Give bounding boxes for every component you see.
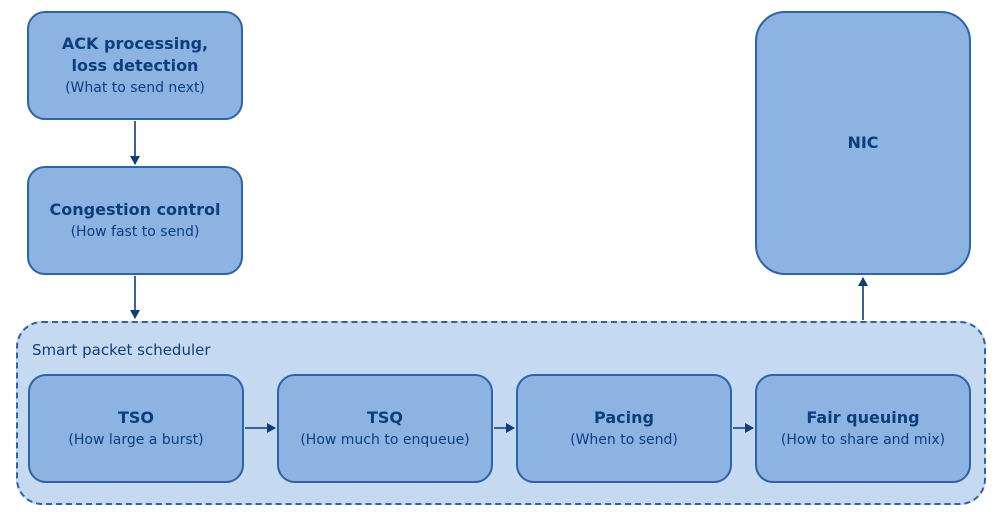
nic-title: NIC [847, 133, 879, 152]
pacing-subtitle: (When to send) [570, 431, 678, 448]
ack-processing-title-line2: loss detection [71, 55, 199, 75]
congestion-control-box: Congestion control (How fast to send) [27, 166, 243, 275]
ack-processing-title-line1: ACK processing, [61, 33, 209, 53]
ack-processing-subtitle: (What to send next) [65, 79, 205, 96]
tsq-title: TSQ [366, 407, 404, 427]
congestion-control-title: Congestion control [49, 199, 221, 219]
fair-queuing-box: Fair queuing (How to share and mix) [755, 374, 971, 483]
tsq-subtitle: (How much to enqueue) [300, 431, 470, 448]
congestion-control-subtitle: (How fast to send) [70, 223, 200, 240]
tso-title: TSO [117, 407, 155, 427]
fair-queuing-title: Fair queuing [806, 407, 920, 427]
tsq-box: TSQ (How much to enqueue) [277, 374, 493, 483]
fair-queuing-subtitle: (How to share and mix) [780, 431, 946, 448]
scheduler-group-label: Smart packet scheduler [32, 341, 211, 359]
pacing-title: Pacing [594, 407, 654, 427]
ack-processing-box: ACK processing, loss detection (What to … [27, 11, 243, 120]
pacing-box: Pacing (When to send) [516, 374, 732, 483]
nic-box: NIC [755, 11, 971, 275]
tso-subtitle: (How large a burst) [68, 431, 204, 448]
tso-box: TSO (How large a burst) [28, 374, 244, 483]
